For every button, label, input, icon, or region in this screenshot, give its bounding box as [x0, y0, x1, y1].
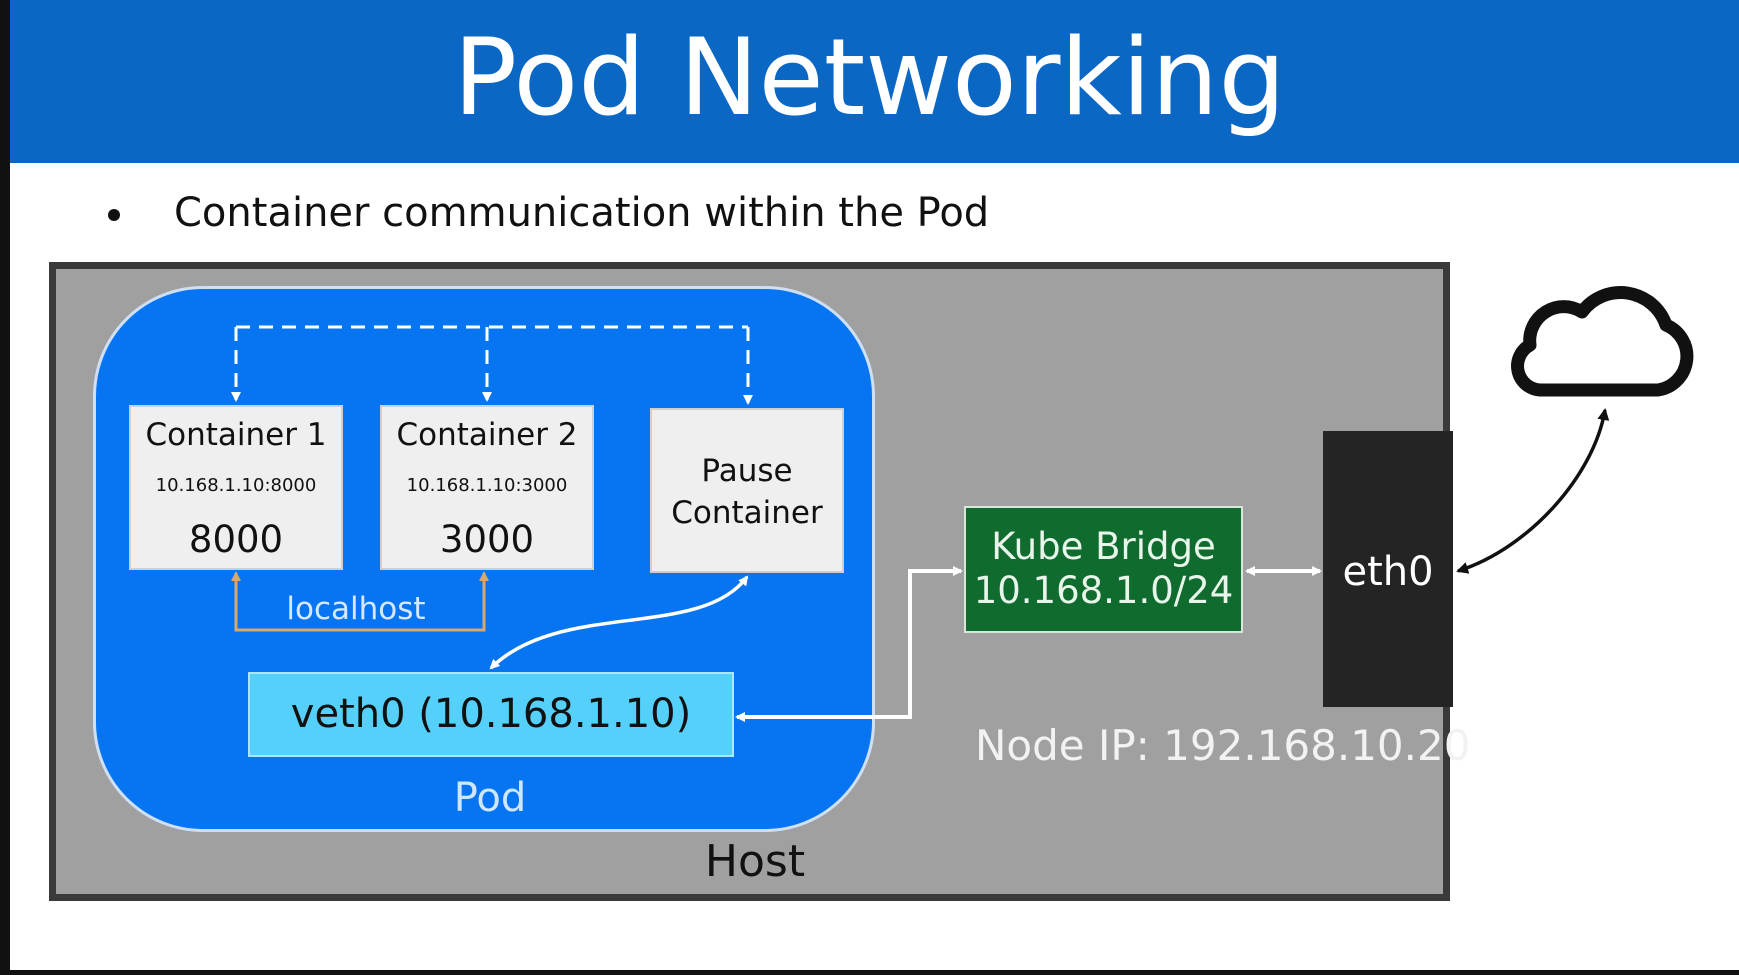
eth0-internet-link	[1456, 408, 1610, 574]
host-label: Host	[704, 836, 806, 887]
eth0-label: eth0	[1342, 549, 1434, 595]
bottom-border	[0, 970, 1739, 975]
localhost-link	[231, 571, 489, 632]
pause-container-label: Pause Container	[652, 450, 842, 534]
cloud-icon	[1511, 286, 1694, 397]
node-ip-label: Node IP: 192.168.10.20	[975, 721, 1471, 770]
eth0-interface: eth0	[1323, 431, 1453, 707]
bullet-point	[108, 209, 120, 221]
left-border	[0, 0, 10, 975]
kube-bridge-subnet: 10.168.1.0/24	[973, 569, 1234, 612]
container-2-port: 3000	[439, 518, 535, 561]
container-2-box: Container 2 10.168.1.10:3000 3000	[380, 405, 594, 570]
container-1-name: Container 1	[145, 417, 327, 453]
pod-label: Pod	[453, 775, 527, 821]
bullet-text: Container communication within the Pod	[174, 190, 990, 236]
pause-container-box: Pause Container	[650, 408, 844, 573]
container-1-address: 10.168.1.10:8000	[155, 475, 317, 496]
container-2-name: Container 2	[396, 417, 578, 453]
pause-label-line2: Container	[671, 495, 823, 531]
title-bar	[10, 0, 1739, 163]
kube-bridge-name: Kube Bridge	[991, 525, 1216, 568]
veth0-interface: veth0 (10.168.1.10)	[248, 672, 734, 757]
container-1-port: 8000	[188, 518, 284, 561]
veth-bridge-link	[735, 566, 963, 722]
pause-label-line1: Pause	[701, 453, 793, 489]
shared-namespace-dashed-lines	[231, 325, 753, 405]
slide-title: Pod Networking	[453, 16, 1286, 139]
container-1-box: Container 1 10.168.1.10:8000 8000	[129, 405, 343, 570]
pause-veth-link	[489, 575, 749, 670]
localhost-label: localhost	[286, 591, 426, 627]
kube-bridge-box: Kube Bridge 10.168.1.0/24	[964, 506, 1243, 633]
container-2-address: 10.168.1.10:3000	[406, 475, 568, 496]
